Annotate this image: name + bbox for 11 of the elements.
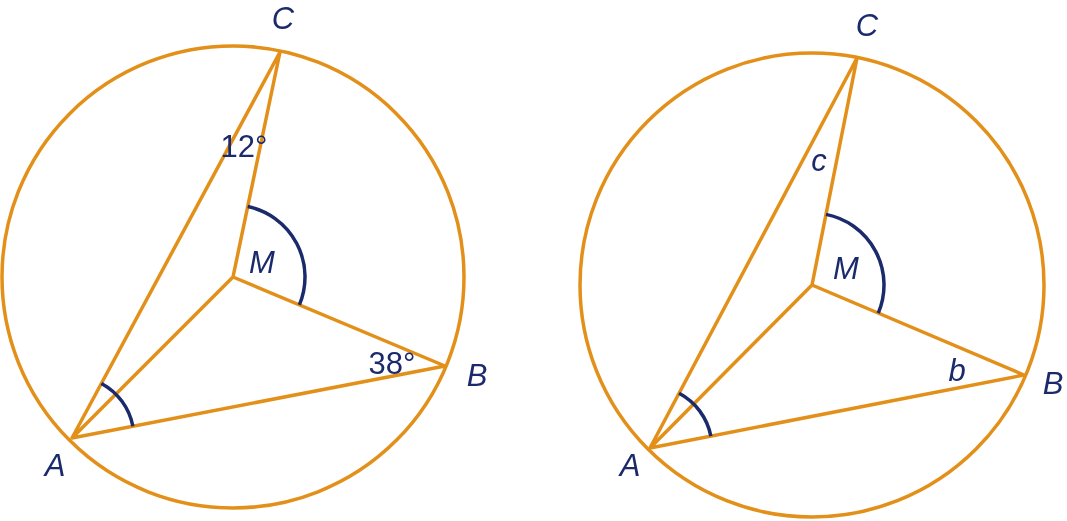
point-label: C (271, 2, 295, 34)
point-label: A (619, 449, 641, 481)
angle-label: c (811, 144, 827, 176)
point-label: B (1042, 367, 1064, 399)
point-label: M (249, 246, 275, 278)
point-label: C (855, 9, 879, 41)
point-label: M (833, 252, 859, 284)
angle-label: b (948, 354, 966, 386)
point-label: A (44, 449, 66, 481)
point-label: B (466, 359, 488, 391)
angle-label: 38° (368, 347, 416, 379)
